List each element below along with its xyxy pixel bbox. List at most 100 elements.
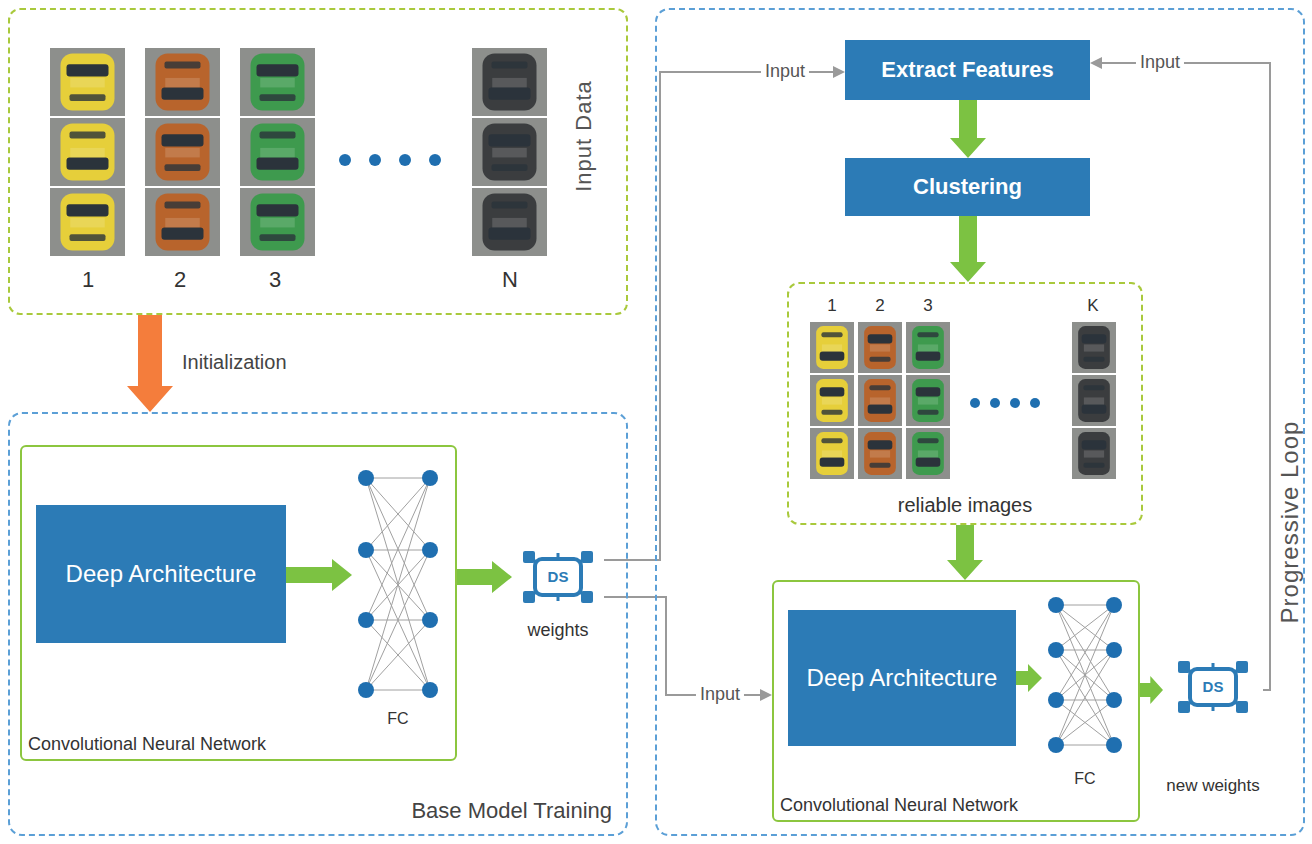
- car-photo: [50, 48, 125, 116]
- ellipsis-dot: [399, 154, 411, 166]
- photo-ground: [1072, 375, 1116, 426]
- car-window: [917, 332, 938, 337]
- base-model-panel: Base Model TrainingConvolutional Neural …: [8, 412, 628, 836]
- node-text: DS: [512, 567, 604, 587]
- photo-ground: [906, 322, 950, 373]
- fc-link: [1056, 605, 1114, 650]
- edge-label: Input: [696, 684, 744, 706]
- car-roof: [1084, 344, 1104, 351]
- connector: [1140, 676, 1163, 704]
- icon-node: [1236, 661, 1248, 673]
- neuron: [1048, 737, 1064, 753]
- car-roof: [822, 450, 842, 457]
- car-window: [916, 352, 941, 361]
- car-body: [1078, 379, 1110, 422]
- connector: [127, 315, 173, 412]
- reliable-images-panel: reliable images: [787, 282, 1143, 525]
- car-body: [816, 379, 848, 422]
- node-text: FC: [1042, 770, 1128, 788]
- car-window: [489, 227, 531, 239]
- car-photo: [906, 428, 950, 479]
- node-text: Clustering: [913, 174, 1022, 200]
- car-window: [868, 405, 893, 414]
- column-number: 3: [269, 269, 281, 291]
- process-box: Clustering: [845, 158, 1090, 216]
- car-window: [260, 94, 296, 101]
- car-roof: [870, 344, 890, 351]
- fc-link: [366, 478, 430, 550]
- car-window: [820, 352, 845, 361]
- fc-link: [366, 620, 430, 690]
- block-arrow: [457, 561, 512, 593]
- car-photo: [1072, 375, 1116, 426]
- fc-link: [366, 620, 430, 690]
- car-window: [67, 64, 109, 76]
- car-roof: [918, 344, 938, 351]
- neuron: [422, 542, 438, 558]
- car-roof: [260, 148, 295, 158]
- fc-link: [366, 550, 430, 690]
- node-text: DS: [1163, 677, 1263, 697]
- connector-line: [604, 72, 835, 560]
- icon-node: [581, 591, 593, 603]
- car-window: [67, 157, 109, 169]
- photo-ground: [240, 118, 315, 186]
- car-window: [1082, 405, 1107, 414]
- car-roof: [260, 218, 295, 228]
- car-window: [1082, 440, 1107, 449]
- neuron: [358, 682, 374, 698]
- neuron: [1106, 597, 1122, 613]
- photo-ground: [240, 48, 315, 116]
- icon-node: [1178, 701, 1190, 713]
- photo-ground: [50, 48, 125, 116]
- car-roof: [165, 78, 200, 88]
- car-body: [483, 193, 537, 250]
- fc-link: [1056, 650, 1114, 651]
- car-photo: [906, 375, 950, 426]
- progressive-loop-panel: Progressive LoopExtract FeaturesClusteri…: [655, 8, 1305, 836]
- car-body: [912, 432, 944, 475]
- column-number: 1: [82, 269, 94, 291]
- photo-ground: [1072, 322, 1116, 373]
- block-arrow: [950, 216, 986, 282]
- car-window: [868, 334, 893, 343]
- car-roof: [492, 148, 527, 158]
- car-window: [165, 62, 201, 69]
- fc-link: [1056, 650, 1114, 745]
- car-window: [821, 438, 842, 443]
- car-photo: [240, 188, 315, 256]
- neuron: [1048, 692, 1064, 708]
- connector: [457, 561, 512, 593]
- car-body: [156, 193, 210, 250]
- fc-link: [1056, 605, 1114, 745]
- ellipsis-dot: [429, 154, 441, 166]
- car-photo: [858, 322, 902, 373]
- neuron: [1106, 737, 1122, 753]
- fc-link: [1056, 700, 1114, 745]
- car-photo: [472, 48, 547, 116]
- car-body: [1078, 432, 1110, 475]
- car-window: [257, 204, 299, 216]
- car-photo: [145, 188, 220, 256]
- arrow-head: [760, 689, 772, 701]
- car-body: [251, 193, 305, 250]
- car-roof: [70, 148, 105, 158]
- car-photo: [810, 322, 854, 373]
- car-roof: [492, 218, 527, 228]
- car-window: [492, 202, 528, 209]
- car-roof: [822, 344, 842, 351]
- car-window: [821, 332, 842, 337]
- photo-ground: [1072, 428, 1116, 479]
- car-roof: [1084, 450, 1104, 457]
- car-body: [864, 432, 896, 475]
- car-photo: [1072, 322, 1116, 373]
- car-body: [912, 379, 944, 422]
- column-number: 1: [827, 297, 836, 314]
- car-window: [868, 440, 893, 449]
- connector: [947, 525, 983, 580]
- photo-ground: [145, 188, 220, 256]
- car-window: [489, 87, 531, 99]
- process-box: Deep Architecture: [788, 610, 1016, 746]
- fc-link: [366, 550, 430, 690]
- fc-link: [366, 478, 430, 690]
